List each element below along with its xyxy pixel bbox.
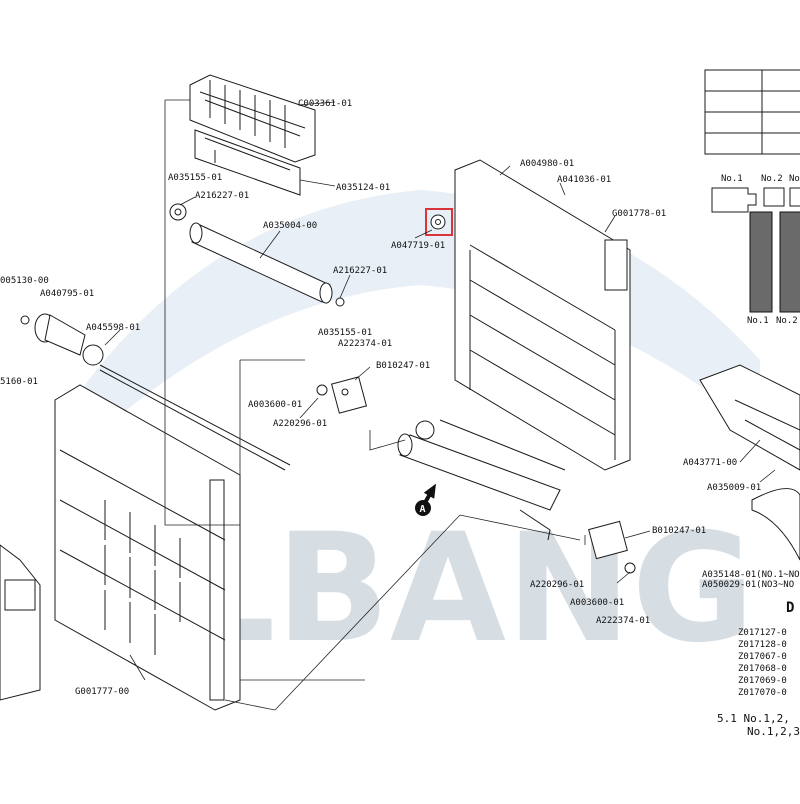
- gear-a047719-highlighted: [425, 208, 453, 236]
- parts-note-line2: No.1,2,3: [747, 725, 800, 738]
- top-guide-c003361: [189, 74, 316, 196]
- pattern-top-label-3: No: [789, 174, 800, 184]
- parts-code-6: Z017070-0: [738, 688, 787, 698]
- pattern-bottom-label-1: No.1: [747, 316, 769, 326]
- callout-a003600-upper: A003600-01: [248, 400, 302, 410]
- roller-a035004: [189, 222, 345, 307]
- callout-a045598: A045598-01: [86, 323, 140, 333]
- callout-a004980: A004980-01: [520, 159, 574, 169]
- callout-g001778: G001778-01: [612, 209, 666, 219]
- pattern-top-label-1: No.1: [721, 174, 743, 184]
- callout-a003600-lower: A003600-01: [570, 598, 624, 608]
- callout-c003361: C003361-01: [298, 99, 352, 109]
- callout-a216227-upper: A216227-01: [195, 191, 249, 201]
- callout-g001777: G001777-00: [75, 687, 129, 697]
- parts-list-heading: D: [786, 600, 794, 616]
- gear-shaft-left: [20, 313, 291, 471]
- machine-overview: [0, 544, 41, 701]
- duct-a035124: [194, 129, 301, 196]
- callout-a035155-mid: A035155-01: [318, 328, 372, 338]
- callout-a035004: A035004-00: [263, 221, 317, 231]
- right-frame-g001778: [454, 159, 631, 471]
- parts-code-2: Z017128-0: [738, 640, 787, 650]
- parts-code-4: Z017068-0: [738, 664, 787, 674]
- parts-code-3: Z017067-0: [738, 652, 787, 662]
- watermark-text: LBANG: [180, 502, 755, 676]
- left-frame-g001777: [54, 384, 241, 711]
- callout-a035148: A035148-01(NO.1~NO: [702, 570, 800, 580]
- bracket-b010247-upper: [316, 376, 368, 414]
- callout-a040795: A040795-01: [40, 289, 94, 299]
- callout-b010247-lower: B010247-01: [652, 526, 706, 536]
- callout-a050029: A050029-01(NO3~NO: [702, 580, 794, 590]
- belt-pattern-legend: No.1 No.2 No No.1 No.2: [711, 174, 800, 326]
- callout-labels: C003361-01 A035155-01 A216227-01 A035124…: [0, 99, 800, 697]
- pattern-bottom-label-2: No.2: [776, 316, 798, 326]
- callout-a043771: A043771-00: [683, 458, 737, 468]
- bracket-b010247-lower: [588, 520, 636, 574]
- roller-assembly-lower: [397, 419, 566, 541]
- callout-a035009: A035009-01: [707, 483, 761, 493]
- pattern-swatch-2: [779, 211, 800, 313]
- callout-a047719: A047719-01: [391, 241, 445, 251]
- callout-a222374-upper: A222374-01: [338, 339, 392, 349]
- view-marker-letter: A: [420, 504, 426, 515]
- parts-code-5: Z017069-0: [738, 676, 787, 686]
- callout-a222374-lower: A222374-01: [596, 616, 650, 626]
- callout-005130: 005130-00: [0, 276, 49, 286]
- right-side-module: [699, 364, 800, 561]
- callout-a220296-lower: A220296-01: [530, 580, 584, 590]
- pattern-top-label-2: No.2: [761, 174, 783, 184]
- callout-a216227-mid: A216227-01: [333, 266, 387, 276]
- parts-note-line1: 5.1 No.1,2,: [717, 712, 790, 725]
- callout-a035155-upper: A035155-01: [168, 173, 222, 183]
- highlight-box: [425, 208, 453, 236]
- callout-a041036: A041036-01: [557, 175, 611, 185]
- callout-b010247-upper: B010247-01: [376, 361, 430, 371]
- revision-table: [704, 69, 800, 155]
- callout-a220296-upper: A220296-01: [273, 419, 327, 429]
- callout-5160: 5160-01: [0, 377, 38, 387]
- leader-lines: [104, 99, 776, 711]
- gear-a035155-upper: [169, 203, 187, 221]
- pattern-swatch-1: [749, 211, 773, 313]
- parts-code-1: Z017127-0: [738, 628, 787, 638]
- view-marker-a: A: [415, 483, 436, 516]
- callout-a035124: A035124-01: [336, 183, 390, 193]
- parts-code-list: D Z017127-0 Z017128-0 Z017067-0 Z017068-…: [717, 600, 800, 738]
